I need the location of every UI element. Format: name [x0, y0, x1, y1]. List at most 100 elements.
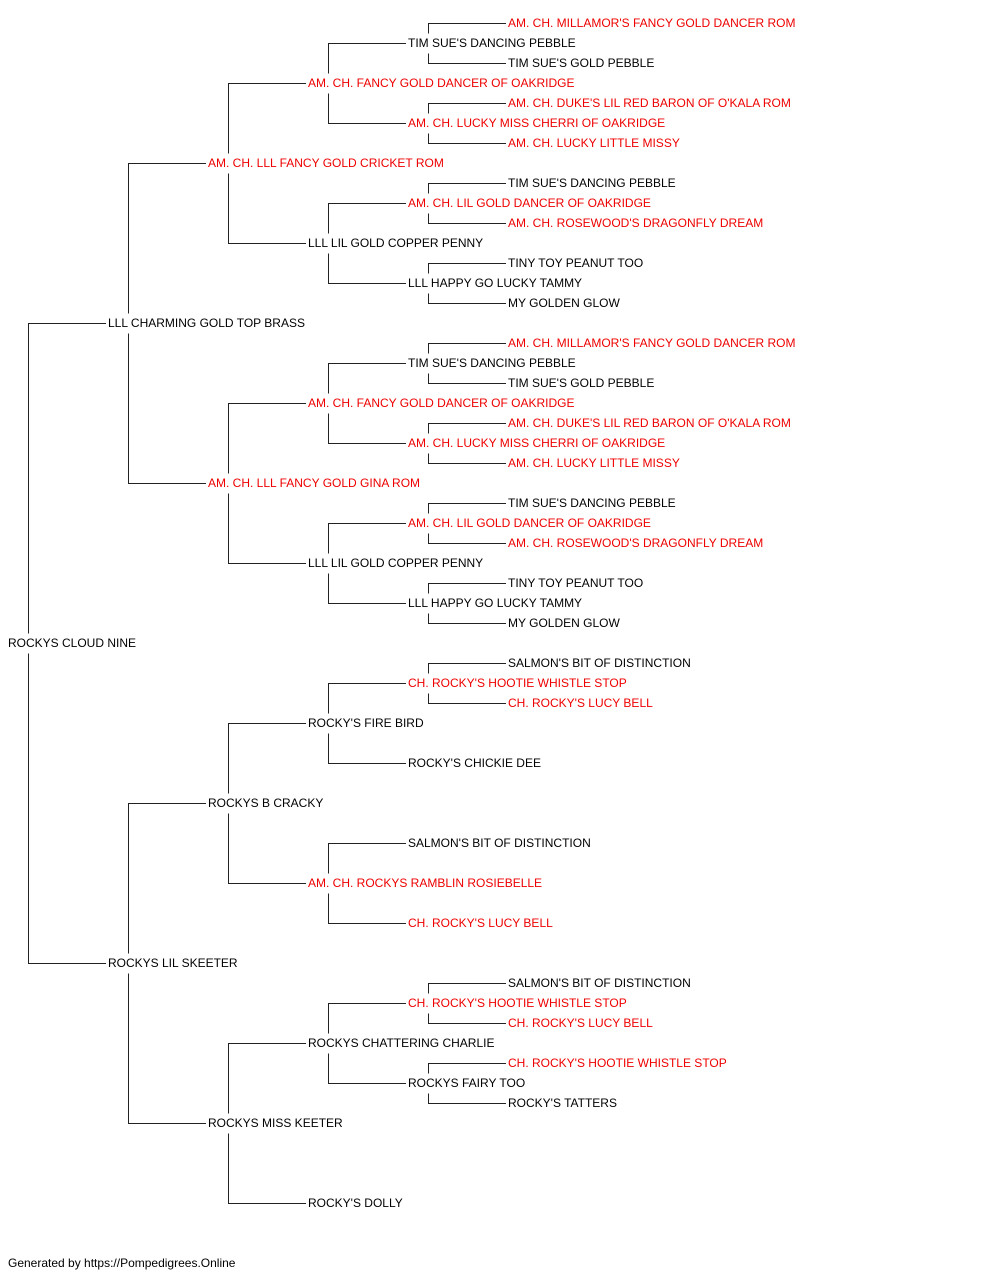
connector-line: [428, 583, 506, 594]
connector-line: [328, 1053, 406, 1084]
connector-line: [328, 253, 406, 284]
connector-line: [28, 653, 106, 964]
connector-line: [428, 1093, 506, 1104]
pedigree-name-gen2: ROCKYS B CRACKY: [208, 796, 323, 810]
connector-line: [328, 573, 406, 604]
pedigree-tree: ROCKYS CLOUD NINE LLL CHARMING GOLD TOP B…: [8, 16, 795, 1210]
connector-line: [428, 213, 506, 224]
connector-line: [228, 813, 306, 884]
pedigree-name-gen4: ROCKY'S CHICKIE DEE: [408, 756, 541, 770]
pedigree-name-gen5: TIM SUE'S GOLD PEBBLE: [508, 376, 654, 390]
pedigree-name-gen4: ROCKYS FAIRY TOO: [408, 1076, 525, 1090]
pedigree-name-gen5: CH. ROCKY'S LUCY BELL: [508, 696, 653, 710]
connector-line: [228, 83, 306, 154]
pedigree-name-gen4: TIM SUE'S DANCING PEBBLE: [408, 36, 576, 50]
connector-line: [428, 613, 506, 624]
connector-line: [428, 183, 506, 194]
connector-line: [228, 173, 306, 244]
pedigree-name-gen5: TINY TOY PEANUT TOO: [508, 256, 643, 270]
connector-line: [328, 683, 406, 714]
pedigree-name-gen3: LLL LIL GOLD COPPER PENNY: [308, 556, 483, 570]
connector-line: [428, 1013, 506, 1024]
connector-line: [128, 163, 206, 314]
pedigree-name-gen5: CH. ROCKY'S LUCY BELL: [508, 1016, 653, 1030]
pedigree-name-gen5: TIM SUE'S DANCING PEBBLE: [508, 496, 676, 510]
connector-line: [128, 973, 206, 1124]
pedigree-name-gen4: LLL HAPPY GO LUCKY TAMMY: [408, 276, 582, 290]
connector-line: [128, 803, 206, 954]
pedigree-name-gen0: ROCKYS CLOUD NINE: [8, 636, 136, 650]
pedigree-name-gen2: AM. CH. LLL FANCY GOLD GINA ROM: [208, 476, 420, 490]
pedigree-name-gen5: AM. CH. DUKE'S LIL RED BARON OF O'KALA R…: [508, 96, 791, 110]
pedigree-name-gen5: ROCKY'S TATTERS: [508, 1096, 617, 1110]
connector-line: [428, 293, 506, 304]
pedigree-name-gen5: MY GOLDEN GLOW: [508, 616, 620, 630]
pedigree-name-gen5: AM. CH. LUCKY LITTLE MISSY: [508, 136, 680, 150]
connector-line: [428, 453, 506, 464]
pedigree-name-gen3: ROCKY'S FIRE BIRD: [308, 716, 424, 730]
connector-line: [328, 893, 406, 924]
connector-line: [428, 133, 506, 144]
connector-line: [328, 843, 406, 874]
connector-lines: [28, 23, 506, 1204]
pedigree-name-gen4: SALMON'S BIT OF DISTINCTION: [408, 836, 591, 850]
connector-line: [428, 343, 506, 354]
connector-line: [428, 423, 506, 434]
connector-line: [228, 403, 306, 474]
connector-line: [228, 1133, 306, 1204]
connector-line: [328, 523, 406, 554]
pedigree-name-gen5: MY GOLDEN GLOW: [508, 296, 620, 310]
footer-credit: Generated by https://Pompedigrees.Online: [8, 1256, 236, 1270]
pedigree-name-gen3: AM. CH. FANCY GOLD DANCER OF OAKRIDGE: [308, 396, 574, 410]
pedigree-name-gen5: SALMON'S BIT OF DISTINCTION: [508, 976, 691, 990]
name-labels: ROCKYS CLOUD NINE LLL CHARMING GOLD TOP B…: [8, 16, 795, 1210]
connector-line: [328, 203, 406, 234]
pedigree-name-gen4: AM. CH. LUCKY MISS CHERRI OF OAKRIDGE: [408, 116, 665, 130]
connector-line: [28, 323, 106, 634]
connector-line: [428, 1063, 506, 1074]
connector-line: [328, 413, 406, 444]
connector-line: [328, 733, 406, 764]
pedigree-name-gen5: TIM SUE'S DANCING PEBBLE: [508, 176, 676, 190]
pedigree-name-gen4: AM. CH. LIL GOLD DANCER OF OAKRIDGE: [408, 516, 651, 530]
pedigree-name-gen5: AM. CH. MILLAMOR'S FANCY GOLD DANCER ROM: [508, 16, 795, 30]
pedigree-name-gen5: AM. CH. DUKE'S LIL RED BARON OF O'KALA R…: [508, 416, 791, 430]
connector-line: [428, 983, 506, 994]
connector-line: [428, 693, 506, 704]
pedigree-name-gen5: AM. CH. ROSEWOOD'S DRAGONFLY DREAM: [508, 216, 763, 230]
connector-line: [328, 1003, 406, 1034]
connector-line: [228, 493, 306, 564]
connector-line: [328, 363, 406, 394]
pedigree-name-gen5: AM. CH. LUCKY LITTLE MISSY: [508, 456, 680, 470]
pedigree-name-gen3: LLL LIL GOLD COPPER PENNY: [308, 236, 483, 250]
pedigree-name-gen5: TIM SUE'S GOLD PEBBLE: [508, 56, 654, 70]
connector-line: [328, 93, 406, 124]
pedigree-name-gen5: AM. CH. MILLAMOR'S FANCY GOLD DANCER ROM: [508, 336, 795, 350]
connector-line: [428, 663, 506, 674]
connector-line: [428, 503, 506, 514]
pedigree-name-gen5: CH. ROCKY'S HOOTIE WHISTLE STOP: [508, 1056, 727, 1070]
pedigree-name-gen3: ROCKYS CHATTERING CHARLIE: [308, 1036, 494, 1050]
pedigree-name-gen3: ROCKY'S DOLLY: [308, 1196, 403, 1210]
pedigree-name-gen5: SALMON'S BIT OF DISTINCTION: [508, 656, 691, 670]
connector-line: [428, 23, 506, 34]
pedigree-name-gen4: LLL HAPPY GO LUCKY TAMMY: [408, 596, 582, 610]
connector-line: [428, 103, 506, 114]
connector-line: [428, 373, 506, 384]
connector-line: [328, 43, 406, 74]
pedigree-name-gen4: CH. ROCKY'S HOOTIE WHISTLE STOP: [408, 996, 627, 1010]
pedigree-name-gen4: CH. ROCKY'S HOOTIE WHISTLE STOP: [408, 676, 627, 690]
pedigree-name-gen4: AM. CH. LUCKY MISS CHERRI OF OAKRIDGE: [408, 436, 665, 450]
connector-line: [428, 53, 506, 64]
connector-line: [428, 533, 506, 544]
connector-line: [128, 333, 206, 484]
pedigree-name-gen3: AM. CH. ROCKYS RAMBLIN ROSIEBELLE: [308, 876, 542, 890]
connector-line: [428, 263, 506, 274]
pedigree-name-gen2: ROCKYS MISS KEETER: [208, 1116, 343, 1130]
pedigree-name-gen4: TIM SUE'S DANCING PEBBLE: [408, 356, 576, 370]
pedigree-name-gen4: CH. ROCKY'S LUCY BELL: [408, 916, 553, 930]
pedigree-name-gen1: LLL CHARMING GOLD TOP BRASS: [108, 316, 305, 330]
pedigree-name-gen5: AM. CH. ROSEWOOD'S DRAGONFLY DREAM: [508, 536, 763, 550]
pedigree-name-gen3: AM. CH. FANCY GOLD DANCER OF OAKRIDGE: [308, 76, 574, 90]
pedigree-name-gen4: AM. CH. LIL GOLD DANCER OF OAKRIDGE: [408, 196, 651, 210]
